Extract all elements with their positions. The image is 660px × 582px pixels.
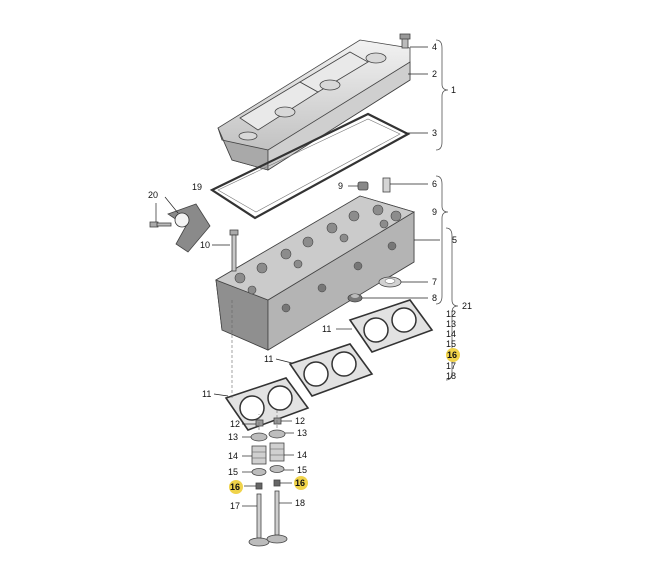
label-8: 8 <box>432 293 437 303</box>
label-12-left: 12 <box>230 419 240 429</box>
label-14-left: 14 <box>228 451 238 461</box>
pin-6 <box>382 177 391 193</box>
label-6: 6 <box>432 179 437 189</box>
label-4: 4 <box>432 42 437 52</box>
bolt-20 <box>149 221 172 228</box>
label-11c: 11 <box>202 389 211 399</box>
label-11b: 11 <box>264 354 273 364</box>
label-5: 5 <box>452 235 457 245</box>
list-label-14: 14 <box>446 329 456 339</box>
list-label-17: 17 <box>446 361 456 371</box>
label-21: 21 <box>462 301 472 311</box>
highlight-16-right <box>294 476 308 490</box>
spring-seats-15 <box>251 465 285 476</box>
label-1: 1 <box>451 85 456 95</box>
list-label-12: 12 <box>446 309 456 319</box>
highlights <box>229 348 460 494</box>
braces <box>435 39 459 381</box>
intake-valve-17 <box>248 493 270 547</box>
label-2: 2 <box>432 69 437 79</box>
cylinder-head-cover <box>217 39 411 171</box>
head-gasket-3 <box>348 299 434 353</box>
head-gasket-2 <box>288 343 374 397</box>
nut-9 <box>357 181 369 191</box>
label-17: 17 <box>230 501 240 511</box>
highlight-16-list <box>446 348 460 362</box>
label-9b: 9 <box>432 207 437 217</box>
label-7: 7 <box>432 277 437 287</box>
label-13-right: 13 <box>297 428 307 438</box>
highlight-16-left <box>229 480 243 494</box>
seal-8 <box>347 293 363 303</box>
list-label-15: 15 <box>446 339 456 349</box>
head-gasket-1 <box>224 377 310 431</box>
label-18: 18 <box>295 498 305 508</box>
bolt-4 <box>399 33 411 49</box>
leader-lines <box>155 46 440 507</box>
label-13-left: 13 <box>228 432 238 442</box>
label-3: 3 <box>432 128 437 138</box>
label-19: 19 <box>192 182 202 192</box>
label-16-right: 16 <box>295 478 305 488</box>
cylinder-head <box>215 195 415 351</box>
valve-stem-seals-16 <box>255 479 281 490</box>
seal-7 <box>378 276 402 288</box>
bracket-19 <box>167 203 211 253</box>
cover-gasket <box>209 112 411 220</box>
list-label-16: 16 <box>447 350 457 360</box>
label-12-right: 12 <box>295 416 305 426</box>
list-label-18: 18 <box>446 371 456 381</box>
label-20: 20 <box>148 190 158 200</box>
exhaust-valve-18 <box>266 490 288 544</box>
label-11a: 11 <box>322 324 331 334</box>
spring-retainers-13 <box>250 429 286 442</box>
bolt-10 <box>229 229 239 272</box>
label-10: 10 <box>200 240 210 250</box>
list-label-13: 13 <box>446 319 456 329</box>
label-16-left: 16 <box>230 482 240 492</box>
valve-springs-14 <box>251 442 285 465</box>
part-labels: 4 2 1 3 6 9 9 5 7 8 21 19 20 10 11 11 11… <box>148 42 472 511</box>
label-9: 9 <box>338 181 343 191</box>
label-15-right: 15 <box>297 465 307 475</box>
label-14-right: 14 <box>297 450 307 460</box>
label-15-left: 15 <box>228 467 238 477</box>
